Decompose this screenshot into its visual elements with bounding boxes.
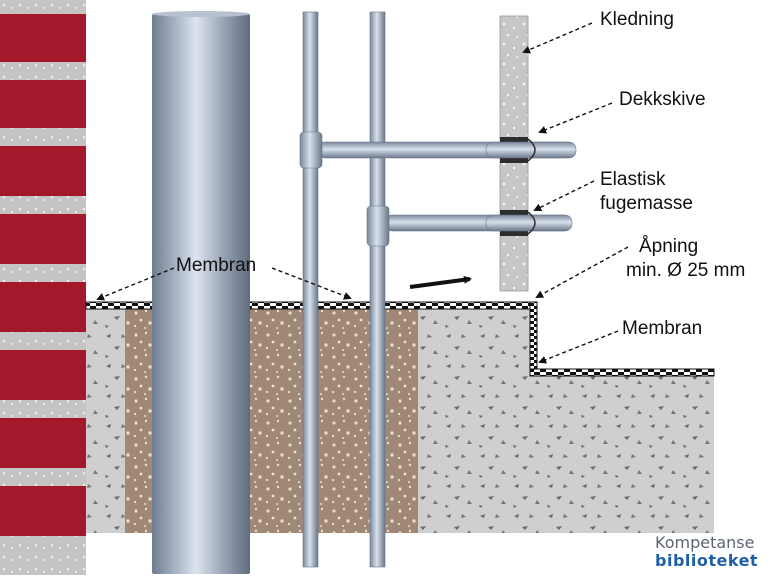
leader-kledning — [522, 22, 593, 54]
brick — [0, 418, 86, 468]
label-elastisk-line2: fugemasse — [600, 193, 693, 214]
brick — [0, 350, 86, 400]
logo-line1: Kompetanse — [655, 533, 755, 552]
large-pipe — [152, 11, 250, 574]
label-apning-line1: Åpning — [639, 236, 699, 257]
sealant-bead-upper — [527, 138, 536, 162]
tee-fitting-upper — [299, 131, 323, 169]
thin-pipe-left — [302, 11, 319, 568]
brick — [0, 146, 86, 196]
tee-fitting-lower — [366, 205, 390, 247]
label-membran-right: Membran — [622, 318, 703, 339]
foundation-concrete — [86, 308, 131, 533]
brick — [0, 486, 86, 536]
logo-line2: biblioteket — [655, 551, 759, 570]
pipe-through-cladding-lower — [485, 214, 573, 232]
label-elastisk-line1: Elastisk — [600, 169, 666, 190]
brick-wall — [0, 0, 86, 575]
sealant-bead-lower — [527, 211, 536, 235]
large-pipe-top — [152, 11, 250, 17]
pipe-through-cladding-upper — [485, 141, 577, 159]
brick — [0, 14, 86, 62]
leader-elastisk — [533, 180, 595, 211]
membrane-lower — [529, 368, 715, 377]
label-apning-line2: min. Ø 25 mm — [626, 260, 746, 281]
brick — [0, 214, 86, 264]
concrete-step-lower — [534, 375, 714, 533]
label-dekkskive: Dekkskive — [619, 89, 706, 110]
kompetansebiblioteket-logo: Kompetanse biblioteket — [655, 534, 758, 570]
label-kledning: Kledning — [600, 9, 674, 30]
brick — [0, 282, 86, 332]
cladding — [485, 15, 577, 292]
leader-membran-right — [538, 330, 619, 364]
label-membran-left: Membran — [176, 255, 257, 276]
brick — [0, 80, 86, 128]
flow-arrow — [409, 275, 472, 289]
large-pipe-body — [152, 14, 250, 574]
thin-pipe-right — [369, 11, 386, 568]
leader-lines — [96, 22, 629, 364]
leader-dekkskive — [538, 102, 613, 134]
leader-apning — [535, 246, 629, 298]
membrane-step — [529, 301, 538, 375]
concrete-step-upper — [418, 308, 534, 533]
